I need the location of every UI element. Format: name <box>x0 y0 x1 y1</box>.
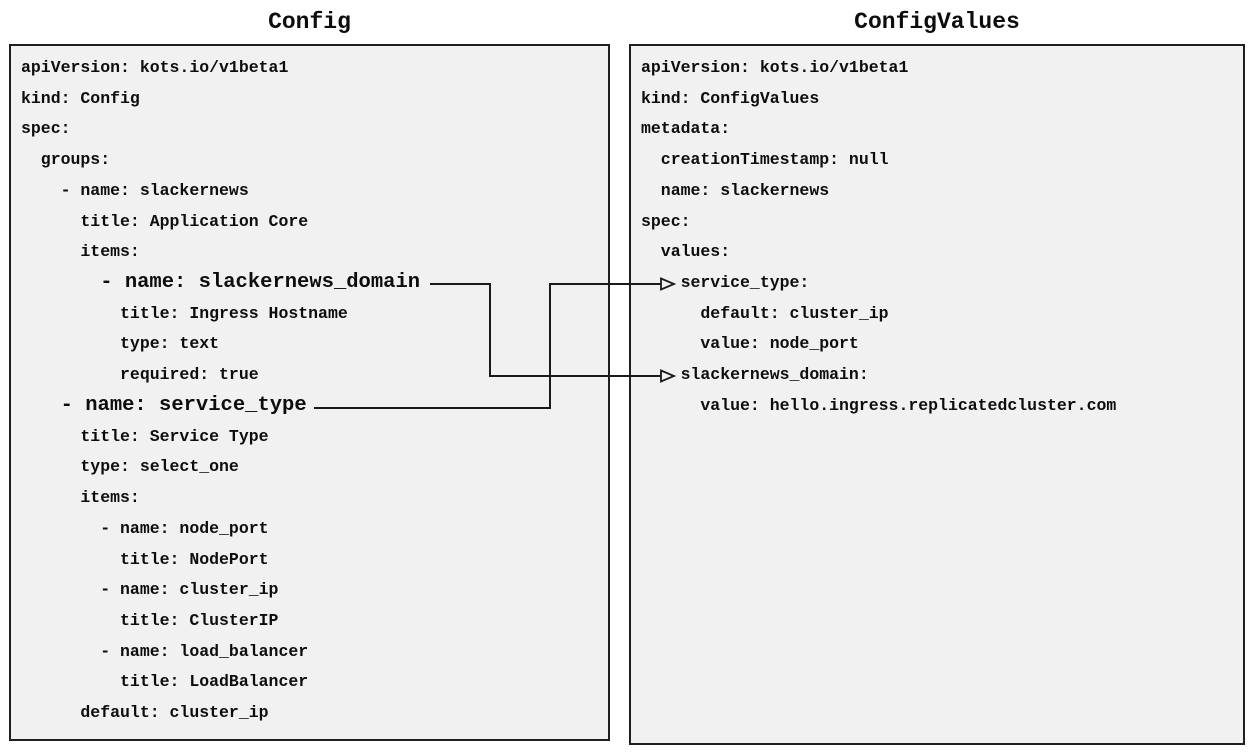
code-line: - name: service_type <box>60 393 307 417</box>
code-line: items: <box>21 242 140 262</box>
code-line: - name: node_port <box>21 518 269 538</box>
config-yaml-code: apiVersion: kots.io/v1beta1 kind: Config s… <box>11 46 608 729</box>
code-line: - name: cluster_ip <box>21 580 279 600</box>
code-line: title: Service Type <box>21 426 269 446</box>
code-line: title: NodePort <box>21 549 269 569</box>
code-line: title: ClusterIP <box>21 610 279 630</box>
code-line: spec: <box>641 211 691 231</box>
config-panel-title: Config <box>268 9 351 35</box>
code-line: values: <box>641 242 731 262</box>
code-line: groups: <box>21 150 111 170</box>
code-line: apiVersion: kots.io/v1beta1 <box>21 58 289 77</box>
code-line: name: slackernews <box>641 180 830 200</box>
code-line: default: cluster_ip <box>641 303 889 323</box>
config-panel: apiVersion: kots.io/v1beta1 kind: Config s… <box>9 44 610 741</box>
code-line: - name: load_balancer <box>21 641 309 661</box>
code-line: items: <box>21 488 140 508</box>
code-line: - name: slackernews <box>21 180 249 200</box>
code-line: default: cluster_ip <box>21 703 269 723</box>
code-line: service_type: <box>641 273 810 293</box>
code-line: title: Application Core <box>21 211 309 231</box>
configvalues-panel-title: ConfigValues <box>854 9 1020 35</box>
code-line: kind: Config <box>21 88 140 108</box>
code-line: spec: <box>21 119 71 139</box>
code-line: slackernews_domain: <box>641 365 869 385</box>
code-line: creationTimestamp: null <box>641 150 889 170</box>
code-line: kind: ConfigValues <box>641 88 820 108</box>
code-line: title: Ingress Hostname <box>21 303 348 323</box>
configvalues-yaml-code: apiVersion: kots.io/v1beta1 kind: ConfigV… <box>631 46 1243 422</box>
code-line: required: true <box>21 365 259 385</box>
code-line: type: select_one <box>21 457 239 477</box>
code-line: value: node_port <box>641 334 859 354</box>
configvalues-panel: apiVersion: kots.io/v1beta1 kind: ConfigV… <box>629 44 1245 745</box>
code-line: metadata: <box>641 119 731 139</box>
code-line: type: text <box>21 334 220 354</box>
code-line: apiVersion: kots.io/v1beta1 <box>641 58 909 77</box>
code-line: title: LoadBalancer <box>21 672 309 692</box>
code-line: - name: slackernews_domain <box>100 271 421 295</box>
code-line: value: hello.ingress.replicatedcluster.c… <box>641 395 1117 415</box>
